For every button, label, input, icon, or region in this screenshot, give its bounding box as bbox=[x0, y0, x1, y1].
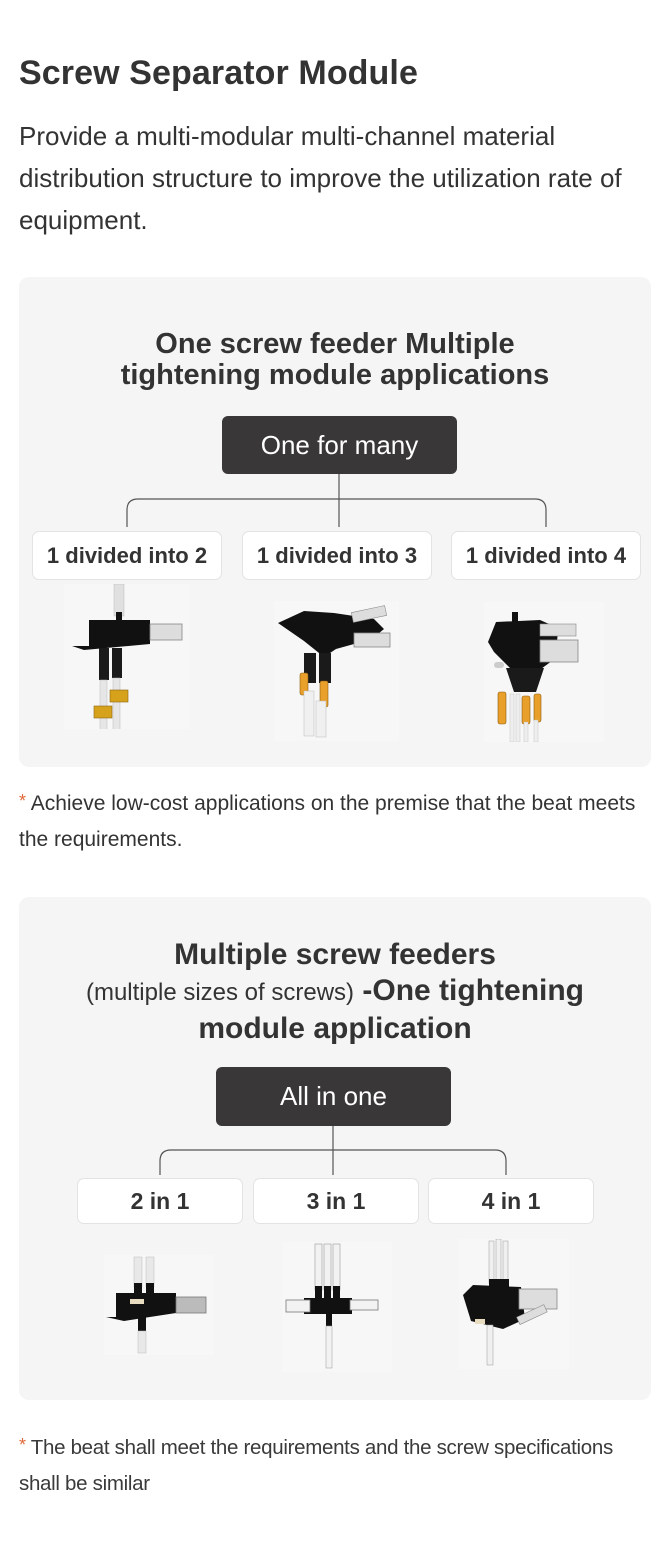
branch-4-in-1: 4 in 1 bbox=[428, 1178, 594, 1224]
one-for-many-card: One screw feeder Multiple tightening mod… bbox=[19, 277, 651, 767]
screw-merger-2-in-1-product-image bbox=[104, 1255, 214, 1355]
page-title: Screw Separator Module bbox=[19, 54, 418, 92]
section-heading: Multiple screw feeders (multiple sizes o… bbox=[19, 937, 651, 1047]
heading-subnote: (multiple sizes of screws) bbox=[85, 979, 355, 1006]
screw-merger-4-in-1-product-image bbox=[459, 1239, 569, 1369]
heading-text: -One tightening bbox=[362, 974, 585, 1007]
heading-line: tightening module applications bbox=[120, 359, 550, 391]
branch-1-divided-into-3: 1 divided into 3 bbox=[242, 531, 432, 580]
branch-1-divided-into-2: 1 divided into 2 bbox=[32, 531, 222, 580]
section-note: * The beat shall meet the requirements a… bbox=[19, 1427, 639, 1502]
section-note: * Achieve low-cost applications on the p… bbox=[19, 783, 639, 858]
heading-line: (multiple sizes of screws) -One tighteni… bbox=[19, 973, 651, 1011]
asterisk-marker: * bbox=[19, 1435, 26, 1455]
screw-separator-2-way-product-image bbox=[64, 584, 189, 729]
intro-text: Provide a multi-modular multi-channel ma… bbox=[19, 121, 622, 235]
branch-3-in-1: 3 in 1 bbox=[253, 1178, 419, 1224]
branch-1-divided-into-4: 1 divided into 4 bbox=[451, 531, 641, 580]
screw-separator-4-way-product-image bbox=[484, 602, 604, 742]
note-text: The beat shall meet the requirements and… bbox=[19, 1436, 613, 1495]
screw-separator-3-way-product-image bbox=[274, 601, 399, 741]
branch-2-in-1: 2 in 1 bbox=[77, 1178, 243, 1224]
root-node-all-in-one: All in one bbox=[216, 1067, 451, 1126]
asterisk-marker: * bbox=[19, 791, 27, 811]
section-heading: One screw feeder Multiple tightening mod… bbox=[19, 329, 651, 391]
note-text: Achieve low-cost applications on the pre… bbox=[19, 792, 636, 851]
heading-line: module application bbox=[198, 1012, 472, 1045]
heading-line: Multiple screw feeders bbox=[174, 938, 496, 971]
all-in-one-card: Multiple screw feeders (multiple sizes o… bbox=[19, 897, 651, 1400]
root-node-one-for-many: One for many bbox=[222, 416, 457, 474]
screw-merger-3-in-1-product-image bbox=[282, 1242, 392, 1372]
heading-line: One screw feeder Multiple bbox=[155, 328, 515, 360]
